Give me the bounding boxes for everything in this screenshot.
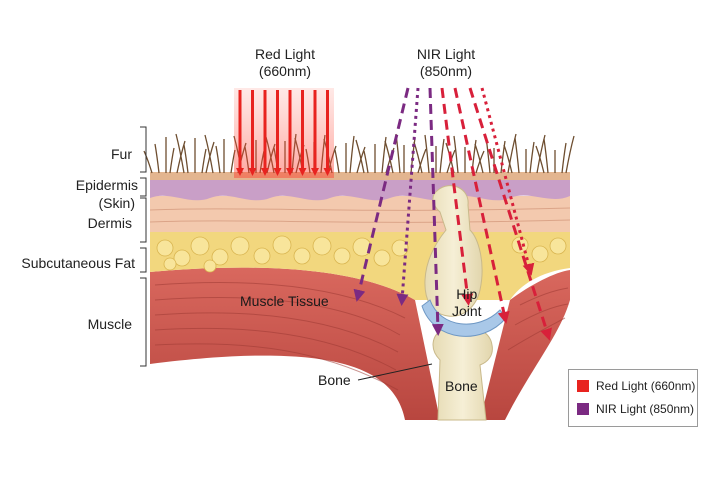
label-bone-inner: Bone	[445, 378, 478, 394]
muscle-layer-right	[480, 270, 570, 420]
label-dermis: Dermis	[87, 215, 132, 231]
fur-hair	[143, 150, 153, 174]
fur-hair	[381, 136, 387, 174]
fur-hair	[543, 138, 549, 174]
label-muscle-tissue: Muscle Tissue	[240, 293, 329, 309]
label-bone-callout: Bone	[318, 372, 351, 388]
fur-hair	[439, 138, 445, 174]
fur-hair	[334, 149, 340, 174]
fur-hair	[536, 134, 546, 174]
fur-hair	[413, 141, 423, 174]
fur-hair	[201, 148, 207, 174]
nir-light-arrow	[468, 87, 552, 341]
nir-light-beams	[353, 87, 552, 341]
fur-hair	[514, 137, 520, 174]
fur-hair	[175, 133, 185, 174]
fur-hair	[565, 135, 575, 174]
legend: Red Light (660nm) NIR Light (850nm)	[568, 369, 698, 427]
fur-hair	[507, 133, 517, 174]
fur-hair	[355, 139, 365, 174]
fur-hair	[453, 135, 459, 174]
red-light-wavelength: (660nm)	[258, 63, 312, 79]
nir-light-wavelength: (850nm)	[419, 63, 473, 79]
legend-item-nir: NIR Light (850nm)	[577, 401, 694, 417]
fur-hairs	[143, 133, 575, 174]
fur-hair	[169, 147, 175, 174]
fur-hair	[154, 143, 160, 174]
label-hip: Hip	[456, 286, 478, 302]
red-light-label: Red Light (660nm)	[235, 46, 335, 80]
fur-hair	[349, 135, 355, 174]
fur-hair	[500, 140, 506, 174]
fur-hair	[183, 144, 189, 174]
nir-light-title: NIR Light	[416, 46, 476, 62]
pelvis-bone	[424, 185, 483, 317]
fur-hair	[215, 145, 221, 174]
fur-hair	[363, 150, 369, 174]
fur-hair	[424, 134, 430, 174]
red-light-glow	[234, 88, 334, 178]
nir-light-arrow	[440, 87, 474, 306]
nir-light-arrow	[396, 87, 420, 306]
fur-hair	[535, 145, 545, 174]
nir-light-arrow	[480, 87, 535, 276]
nir-light-arrow	[453, 87, 510, 324]
legend-swatch-nir	[577, 403, 589, 415]
label-joint: Joint	[452, 303, 482, 319]
legend-label-red: Red Light (660nm)	[596, 379, 696, 393]
fur-hair	[417, 148, 427, 174]
muscle-layer	[150, 267, 440, 420]
red-light-beams	[236, 90, 332, 176]
skin-surface	[150, 172, 570, 180]
nir-light-arrow	[353, 87, 410, 302]
muscle-fibers	[154, 282, 569, 391]
label-hip-joint: Hip Joint	[452, 286, 482, 320]
bone-callout-line	[357, 363, 433, 381]
label-epidermis: Epidermis	[75, 177, 138, 193]
fur-hair	[384, 140, 394, 174]
legend-item-red: Red Light (660nm)	[577, 378, 695, 394]
legend-label-nir: NIR Light (850nm)	[596, 402, 695, 416]
dermis-lines	[149, 207, 571, 223]
red-light-title: Red Light	[255, 46, 315, 62]
label-muscle: Muscle	[87, 316, 132, 332]
epidermis-layer	[150, 178, 570, 201]
femur-bone	[432, 325, 493, 421]
legend-swatch-red	[577, 380, 589, 392]
nir-light-label: NIR Light (850nm)	[396, 46, 496, 80]
nir-light-arrow	[428, 87, 444, 336]
label-subcutaneous-fat: Subcutaneous Fat	[21, 255, 135, 271]
fur-hair	[503, 144, 513, 174]
layer-brackets	[140, 126, 147, 367]
fur-hair	[529, 141, 535, 174]
fur-hair	[474, 143, 484, 174]
fur-hair	[561, 142, 567, 174]
fur-hair	[204, 134, 214, 174]
label-fur: Fur	[111, 146, 132, 162]
label-skin: (Skin)	[98, 195, 135, 211]
